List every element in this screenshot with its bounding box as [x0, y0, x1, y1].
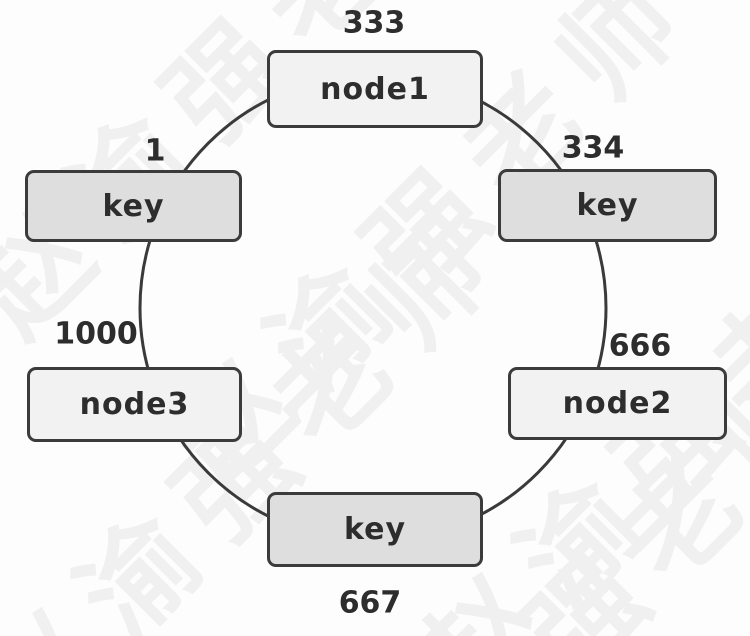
ring-box-key-334: key [498, 169, 717, 242]
ring-box-key-667: key [267, 492, 483, 567]
hash-label-333: 333 [342, 5, 406, 41]
hash-label-334: 334 [561, 130, 625, 166]
key-label: key [576, 188, 639, 223]
key-label: key [343, 512, 407, 547]
node3-label: node3 [79, 387, 190, 422]
ring-box-key-1: key [25, 170, 242, 242]
node2-label: node2 [562, 386, 673, 421]
ring-box-node1: node1 [267, 50, 483, 128]
hash-label-1000: 1000 [54, 316, 138, 352]
hash-label-667: 667 [338, 585, 402, 621]
ring-box-node2: node2 [508, 367, 727, 440]
hash-label-1: 1 [144, 133, 166, 169]
ring-box-node3: node3 [27, 367, 242, 442]
node1-label: node1 [320, 71, 430, 107]
hash-label-666: 666 [608, 328, 672, 364]
key-label: key [102, 188, 165, 224]
